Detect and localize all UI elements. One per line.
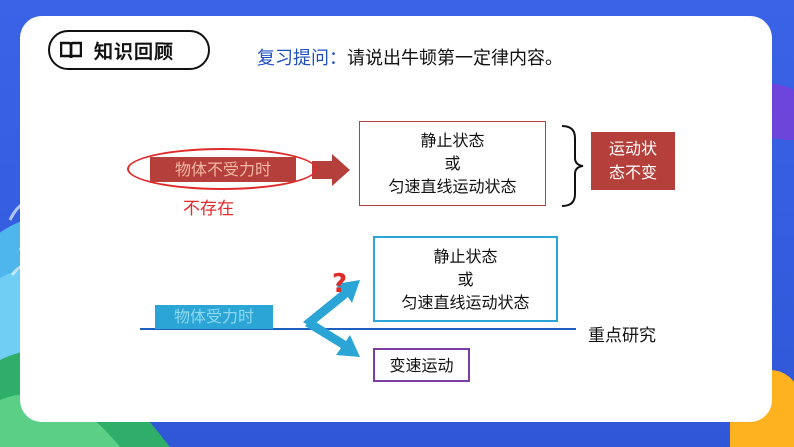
state-line-3: 匀速直线运动状态 bbox=[388, 177, 517, 196]
force-condition: 物体受力时 bbox=[155, 305, 273, 329]
section-title-pill: 知识回顾 bbox=[48, 30, 210, 70]
focus-label: 重点研究 bbox=[588, 326, 656, 346]
not-exist-annotation: 不存在 bbox=[183, 199, 234, 219]
state-line-2: 或 bbox=[457, 269, 474, 289]
section-title: 知识回顾 bbox=[94, 40, 175, 63]
bottom-state-box: 静止状态 或 匀速直线运动状态 bbox=[373, 236, 558, 322]
highlight-ellipse bbox=[127, 148, 317, 190]
top-state-box: 静止状态 或 匀速直线运动状态 bbox=[359, 121, 546, 206]
question-mark: ? bbox=[332, 269, 347, 299]
open-book-icon bbox=[60, 41, 82, 59]
right-brace bbox=[561, 125, 584, 207]
up-arrow bbox=[303, 280, 360, 327]
state-line-3: 匀速直线运动状态 bbox=[401, 292, 530, 312]
right-arrow-top bbox=[312, 154, 350, 186]
state-line-2: 或 bbox=[444, 154, 461, 173]
result-line-1: 运动状 bbox=[608, 139, 657, 158]
state-line-1: 静止状态 bbox=[420, 131, 485, 150]
result-box: 运动状 态不变 bbox=[591, 132, 675, 190]
change-state-box: 变速运动 bbox=[373, 348, 470, 382]
change-state-label: 变速运动 bbox=[389, 355, 454, 375]
result-line-2: 态不变 bbox=[608, 163, 657, 182]
state-line-1: 静止状态 bbox=[433, 246, 498, 266]
question-label: 复习提问： bbox=[257, 48, 347, 69]
question-text: 请说出牛顿第一定律内容。 bbox=[347, 48, 563, 69]
review-question: 复习提问：请说出牛顿第一定律内容。 bbox=[257, 44, 563, 70]
down-arrow bbox=[305, 319, 360, 357]
